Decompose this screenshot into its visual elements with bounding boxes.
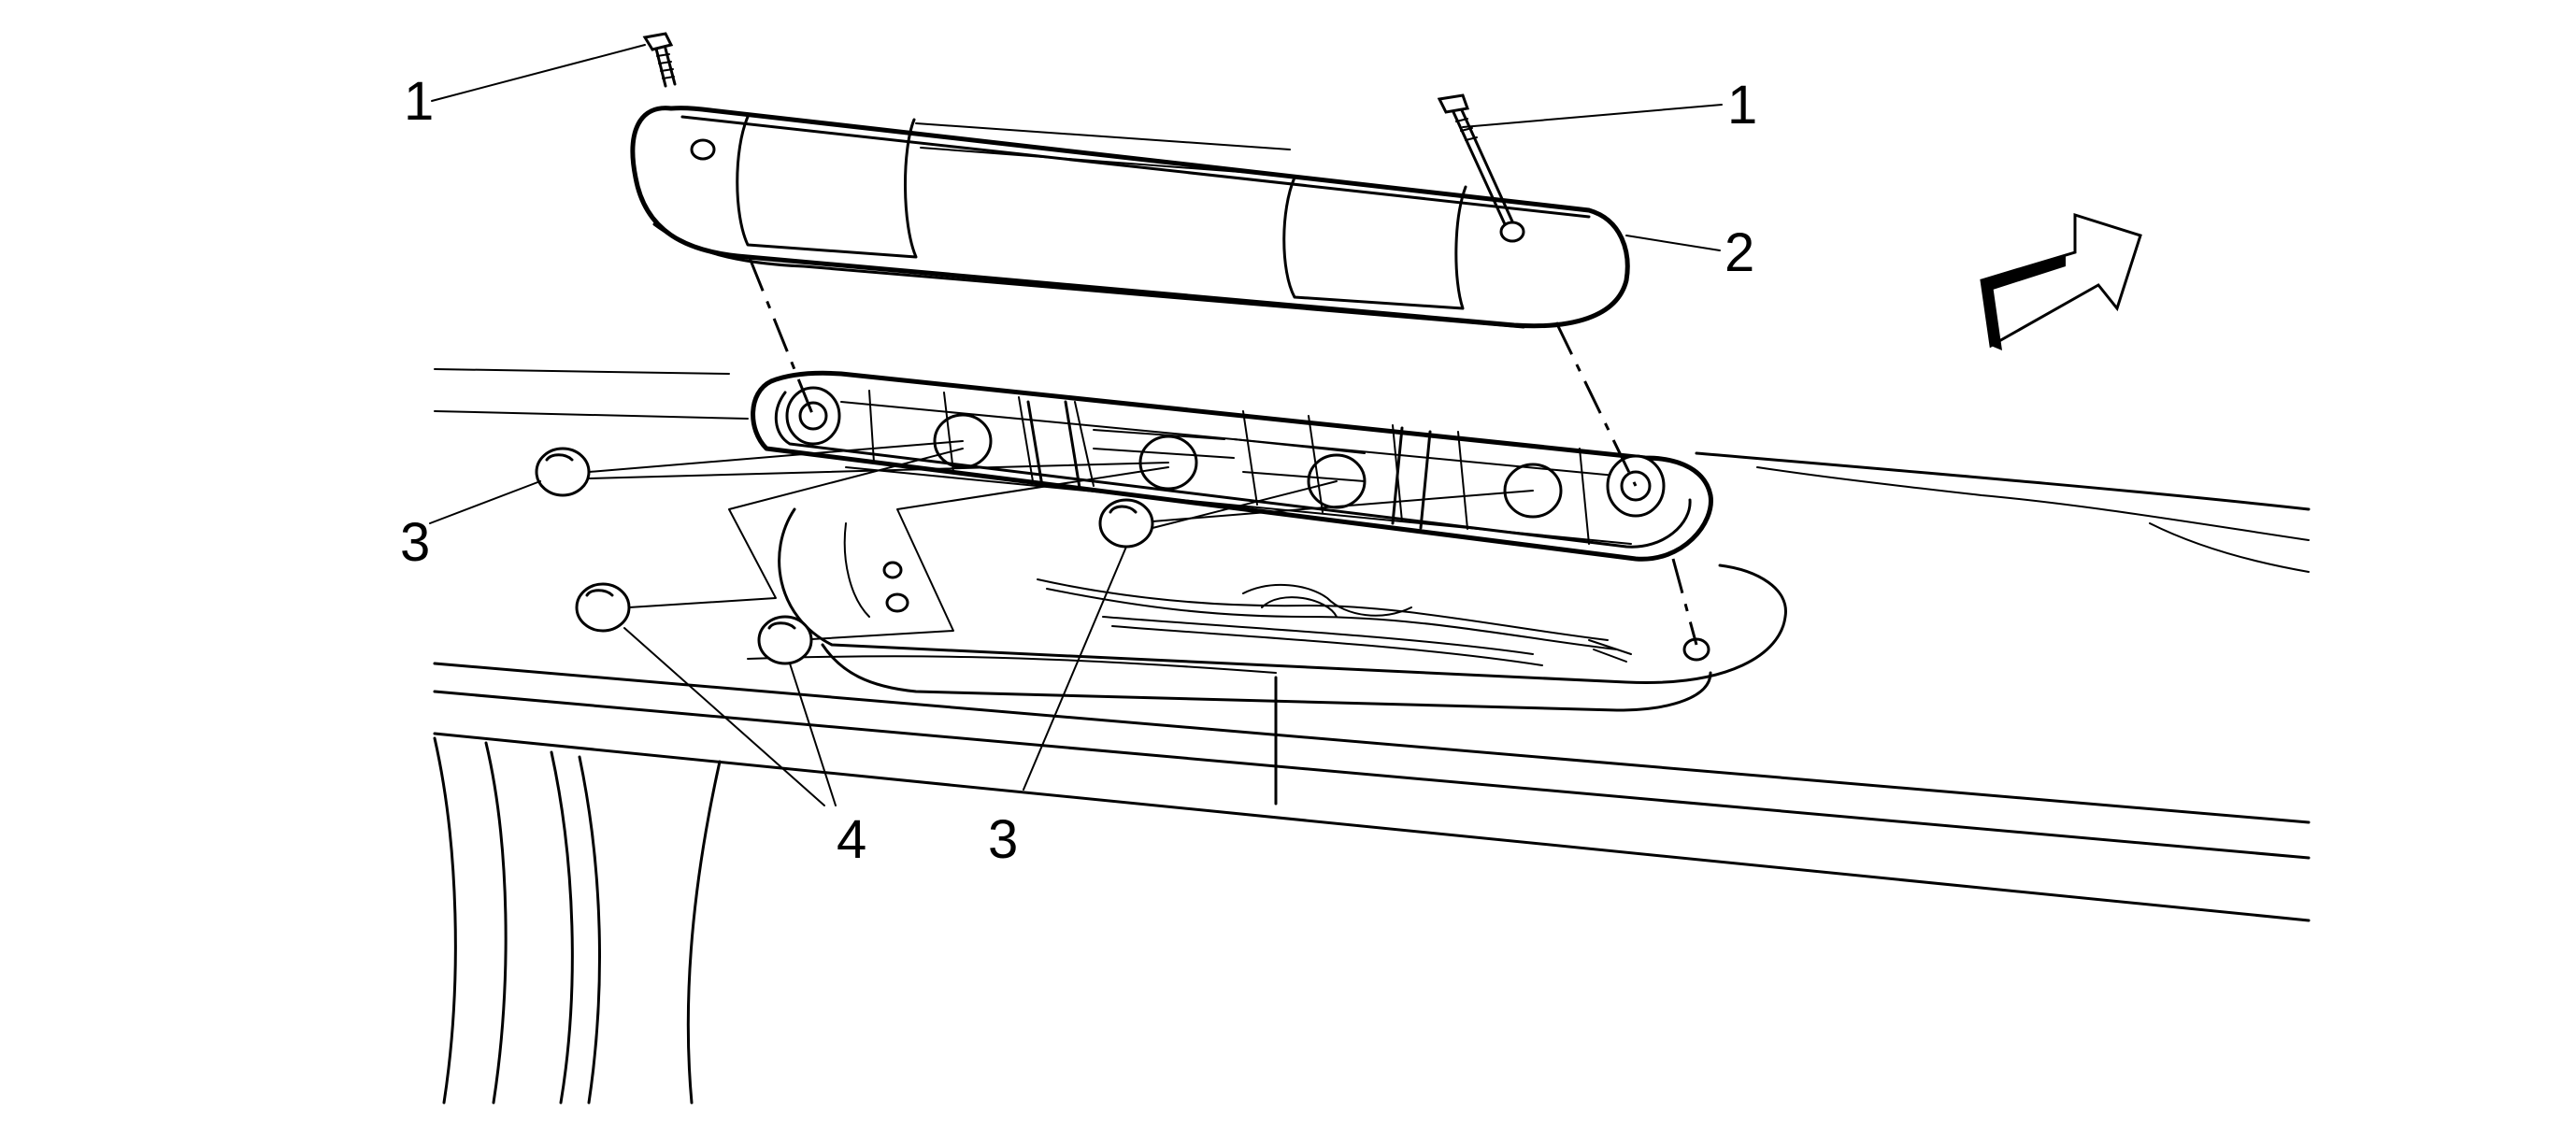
callout-2: 2 [1724,222,1754,283]
lamp-housing [751,370,1713,562]
callout-3-right: 3 [988,809,1018,870]
bulb-4-right [757,466,1169,665]
lamp-lens-cover [630,106,1630,329]
leader-lines [429,44,1723,806]
rear-pillar [433,736,722,1105]
bulb-3-right [1098,480,1534,549]
callout-4: 4 [837,809,866,870]
forward-direction-arrow-icon [1980,212,2142,350]
roof-panel [433,368,2311,922]
alignment-lines [748,257,1698,646]
bulb-4-left [575,448,964,633]
screw-right [1437,93,1514,226]
callout-3-left: 3 [400,512,430,573]
callout-1-left: 1 [404,71,434,132]
screw-left [642,32,677,88]
lamp-mounting-bracket [778,507,1787,712]
callout-1-right: 1 [1727,75,1757,135]
